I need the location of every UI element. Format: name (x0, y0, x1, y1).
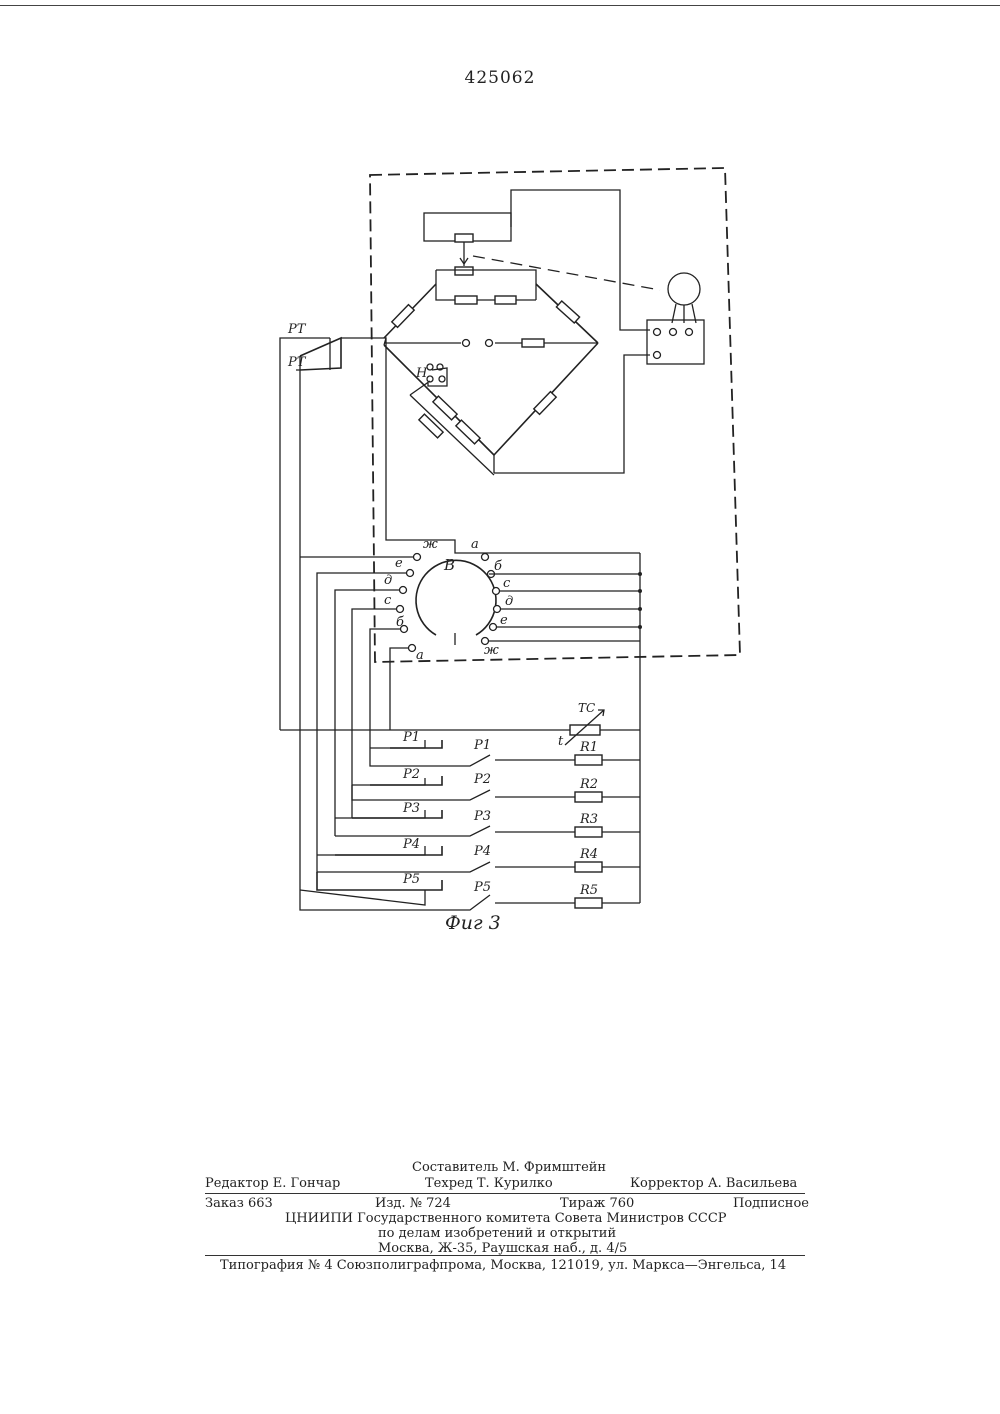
relay-label: Р4 (402, 837, 420, 852)
rt-relay (300, 338, 341, 370)
rotary-switch-body (416, 560, 496, 635)
switch-label: Р3 (473, 809, 491, 824)
t-label: t (558, 734, 564, 749)
right-contact-label: ж (484, 643, 499, 658)
slidewire-contact (455, 267, 473, 275)
bridge-resistor-4 (433, 396, 457, 420)
org-line: ЦНИИПИ Государственного комитета Совета … (285, 1211, 727, 1226)
right-contact-label: е (500, 613, 508, 628)
rt-label-2: РТ (287, 355, 307, 370)
wire-recorder-right (511, 190, 650, 330)
relay-label: Р2 (402, 767, 420, 782)
h-label: Н (415, 366, 428, 381)
right-contact-label: д (505, 594, 513, 609)
bridge-resistor-5 (419, 414, 443, 438)
relay-label: Р1 (402, 730, 420, 745)
circulation-line: Тираж 760 (560, 1196, 634, 1211)
wire-rt-left-outer (280, 338, 330, 730)
switch-label: Р2 (473, 772, 491, 787)
order-line: Заказ 663 (205, 1196, 273, 1211)
left-contact-label: ж (423, 537, 438, 552)
tc-label: ТС (578, 701, 595, 715)
corrector-line: Корректор А. Васильева (630, 1176, 797, 1191)
right-contact-label: а (471, 537, 479, 552)
left-contact-label: б (396, 615, 404, 630)
bridge-resistor-6 (456, 420, 480, 444)
switch-label: Р5 (473, 880, 491, 895)
bridge-resistor-2 (556, 301, 579, 323)
bridge-resistor-1 (392, 305, 414, 328)
switch-label: Р1 (473, 738, 491, 753)
left-contact-label: д (384, 573, 392, 588)
right-contact-label: б (494, 559, 502, 574)
editor-line: Редактор Е. Гончар (205, 1176, 340, 1191)
resistor-label: R5 (579, 883, 598, 898)
org2-line: по делам изобретений и открытий (378, 1226, 616, 1241)
left-contact-wires (300, 557, 413, 855)
resistor-label: R1 (579, 740, 598, 755)
relay-label: Р3 (402, 801, 420, 816)
left-contact-label: а (416, 648, 424, 663)
address-line: Москва, Ж-35, Раушская наб., д. 4/5 (378, 1241, 627, 1256)
edition-line: Изд. № 724 (375, 1196, 451, 1211)
subscription-line: Подписное (733, 1196, 809, 1211)
resistor-label: R4 (579, 847, 598, 862)
slidewire-resistor-2 (495, 296, 516, 304)
imprint-block: Составитель М. Фримштейн Редактор Е. Гон… (205, 1160, 805, 1280)
diagonal-resistor (522, 339, 544, 347)
printer-line: Типография № 4 Союзполиграфпрома, Москва… (220, 1258, 786, 1273)
imprint-rule-2 (205, 1255, 805, 1256)
mechanical-link (473, 256, 660, 290)
right-contact-label: с (503, 576, 511, 591)
slidewire-frame (436, 270, 536, 300)
left-contact-label: с (384, 593, 392, 608)
figure-caption: Фиг 3 (445, 912, 501, 934)
motor-symbol (668, 273, 700, 305)
compiler-line: Составитель М. Фримштейн (412, 1160, 606, 1175)
relay-label: Р5 (402, 872, 420, 887)
wire-rt-left-inner (296, 356, 300, 890)
resistor-label: R2 (579, 777, 598, 792)
wire-rt-to-bridge (341, 338, 640, 553)
recorder-slider (455, 234, 473, 242)
v-label: В (443, 556, 455, 574)
wire-amplifier-bottom (494, 355, 650, 473)
bridge-resistor-3 (534, 392, 556, 415)
techred-line: Техред Т. Курилко (425, 1176, 553, 1191)
slidewire-resistor-1 (455, 296, 477, 304)
rt-label-1: РТ (287, 322, 307, 337)
left-contact-label: е (395, 556, 403, 571)
switch-label: Р4 (473, 844, 491, 859)
resistor-label: R3 (579, 812, 598, 827)
bridge-parallel-branch (410, 395, 494, 475)
imprint-rule-1 (205, 1193, 805, 1194)
